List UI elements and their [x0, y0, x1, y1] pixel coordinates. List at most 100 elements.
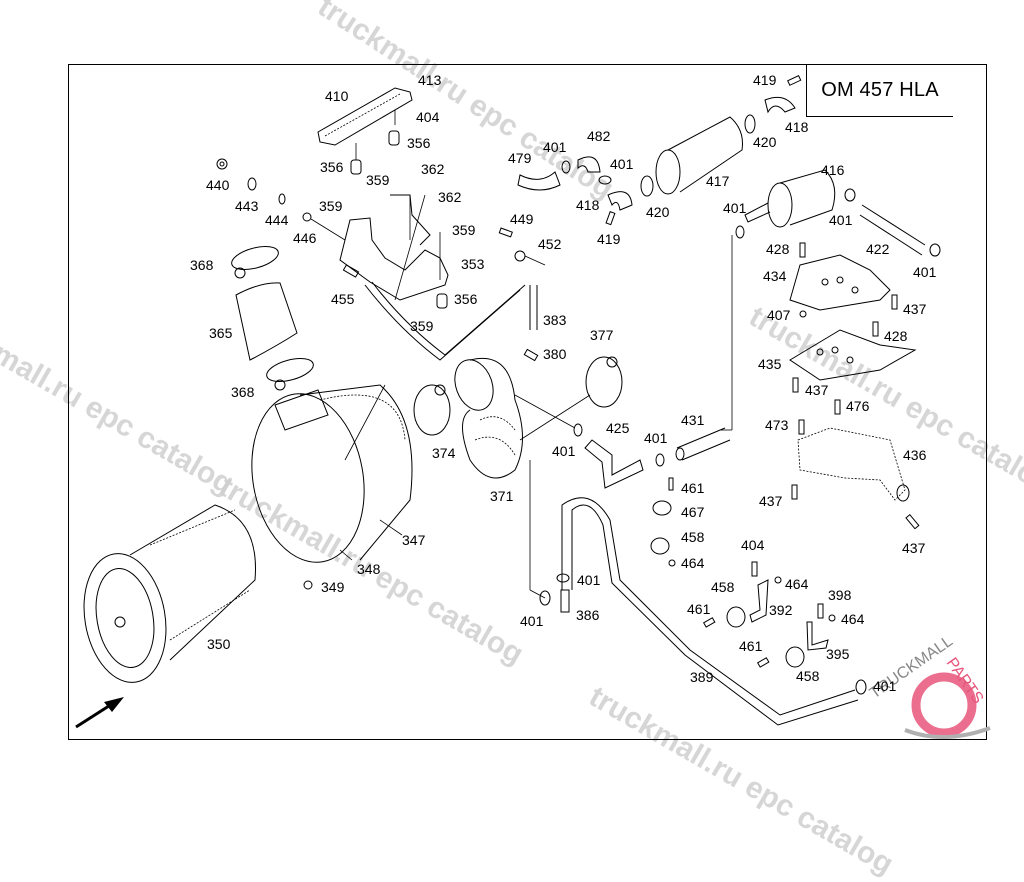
clamp-368[interactable] [229, 242, 281, 279]
part-label-461[interactable]: 461 [687, 601, 711, 617]
bolt-476[interactable] [834, 399, 841, 415]
bolt-461[interactable] [702, 617, 716, 628]
part-label-377[interactable]: 377 [590, 327, 614, 343]
part-label-467[interactable]: 467 [681, 504, 705, 520]
clamp-368[interactable] [264, 354, 316, 391]
part-label-452[interactable]: 452 [538, 236, 562, 252]
bolt-419[interactable] [787, 74, 802, 86]
bolt-437[interactable] [792, 377, 799, 393]
part-label-401[interactable]: 401 [873, 678, 897, 694]
bolt-461[interactable] [756, 657, 770, 668]
fitting-440[interactable] [216, 158, 228, 170]
part-label-359[interactable]: 359 [410, 318, 434, 334]
drain-valve-349[interactable] [303, 580, 313, 590]
part-label-380[interactable]: 380 [543, 346, 567, 362]
part-label-356[interactable]: 356 [320, 159, 344, 175]
clamp-401[interactable] [539, 590, 551, 606]
part-label-404[interactable]: 404 [416, 109, 440, 125]
silencer-416[interactable] [744, 169, 836, 228]
part-label-431[interactable]: 431 [681, 412, 705, 428]
rubber-mount-356[interactable] [388, 130, 400, 146]
clamp-401[interactable] [573, 423, 583, 437]
silencer-417[interactable] [655, 116, 743, 195]
part-label-461[interactable]: 461 [739, 638, 763, 654]
part-label-395[interactable]: 395 [826, 646, 850, 662]
part-label-416[interactable]: 416 [821, 162, 845, 178]
part-label-359[interactable]: 359 [452, 222, 476, 238]
bolt-473[interactable] [798, 419, 805, 435]
bracket-434[interactable] [789, 254, 891, 311]
bolt-419[interactable] [605, 211, 616, 226]
part-label-356[interactable]: 356 [454, 291, 478, 307]
part-label-365[interactable]: 365 [209, 325, 233, 341]
elbow-418[interactable] [607, 191, 633, 211]
rubber-mount-356[interactable] [436, 293, 448, 309]
bolt-404[interactable] [751, 561, 758, 577]
part-label-418[interactable]: 418 [576, 197, 600, 213]
clamp-401[interactable] [556, 573, 570, 583]
bracket-410[interactable] [317, 87, 413, 146]
bracket-353[interactable] [339, 194, 449, 301]
part-label-437[interactable]: 437 [902, 540, 926, 556]
part-label-436[interactable]: 436 [903, 447, 927, 463]
bolt-428[interactable] [799, 242, 806, 258]
bracket-392[interactable] [749, 579, 769, 623]
pipe-422[interactable] [859, 204, 926, 256]
washer-443[interactable] [247, 177, 257, 191]
part-label-437[interactable]: 437 [903, 301, 927, 317]
part-label-407[interactable]: 407 [767, 307, 791, 323]
part-label-383[interactable]: 383 [543, 312, 567, 328]
part-label-422[interactable]: 422 [866, 241, 890, 257]
part-label-464[interactable]: 464 [841, 611, 865, 627]
part-label-458[interactable]: 458 [711, 579, 735, 595]
bolt-449[interactable] [498, 227, 513, 238]
part-label-371[interactable]: 371 [490, 488, 514, 504]
part-label-473[interactable]: 473 [765, 417, 789, 433]
part-label-359[interactable]: 359 [319, 198, 343, 214]
part-label-401[interactable]: 401 [644, 430, 668, 446]
pipe-431[interactable] [675, 427, 731, 461]
part-label-401[interactable]: 401 [610, 156, 634, 172]
part-label-404[interactable]: 404 [741, 537, 765, 553]
part-label-410[interactable]: 410 [325, 88, 349, 104]
part-label-419[interactable]: 419 [597, 231, 621, 247]
bolt-437[interactable] [905, 514, 920, 530]
hose-425[interactable] [584, 439, 644, 489]
part-label-425[interactable]: 425 [606, 420, 630, 436]
clamp-458[interactable] [726, 606, 746, 628]
clamp-401[interactable] [844, 188, 856, 202]
part-label-348[interactable]: 348 [357, 561, 381, 577]
part-label-368[interactable]: 368 [190, 257, 214, 273]
part-label-449[interactable]: 449 [510, 211, 534, 227]
clamp-401[interactable] [855, 679, 867, 695]
bolt-461[interactable] [668, 477, 674, 491]
part-label-434[interactable]: 434 [763, 268, 787, 284]
washer-444[interactable] [278, 193, 286, 205]
part-label-446[interactable]: 446 [293, 230, 317, 246]
bolt-437[interactable] [891, 294, 898, 310]
part-label-350[interactable]: 350 [207, 636, 231, 652]
part-label-464[interactable]: 464 [681, 555, 705, 571]
part-label-413[interactable]: 413 [418, 72, 442, 88]
part-label-401[interactable]: 401 [543, 139, 567, 155]
hose-482[interactable] [577, 156, 601, 173]
clamp-401[interactable] [929, 243, 941, 257]
bolt-428[interactable] [872, 321, 879, 337]
bracket-435[interactable] [789, 329, 917, 381]
bracket-395[interactable] [806, 621, 829, 651]
part-label-479[interactable]: 479 [508, 150, 532, 166]
part-label-428[interactable]: 428 [766, 241, 790, 257]
clamp-401[interactable] [561, 160, 571, 174]
part-label-386[interactable]: 386 [576, 607, 600, 623]
part-label-418[interactable]: 418 [785, 119, 809, 135]
nut-464[interactable] [668, 559, 676, 567]
connector-386[interactable] [560, 589, 570, 613]
part-label-417[interactable]: 417 [706, 173, 730, 189]
part-label-368[interactable]: 368 [231, 384, 255, 400]
part-label-401[interactable]: 401 [552, 443, 576, 459]
part-label-362[interactable]: 362 [438, 189, 462, 205]
bellows-371[interactable] [448, 354, 523, 479]
part-label-444[interactable]: 444 [265, 212, 289, 228]
clamp-458[interactable] [650, 537, 670, 555]
bolt-437[interactable] [791, 484, 798, 500]
